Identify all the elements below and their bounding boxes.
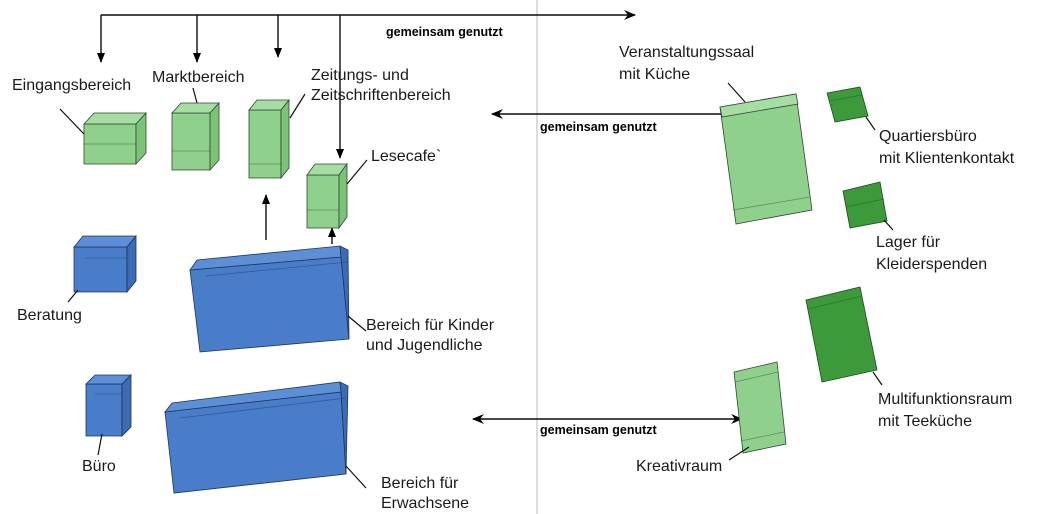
quartiersbuero-box <box>826 86 869 123</box>
shared-use-label-top: gemeinsam genutzt <box>386 25 504 39</box>
leader-lager <box>883 219 894 231</box>
label-eingangsbereich: Eingangsbereich <box>12 77 131 94</box>
leader-multi <box>872 371 883 386</box>
leader-zeitung <box>289 93 306 119</box>
label-lager-1: Lager für <box>876 234 941 251</box>
leader-kreativ <box>728 446 750 461</box>
label-buero: Büro <box>82 458 116 475</box>
lager-box <box>842 181 888 229</box>
label-marktbereich: Marktbereich <box>152 69 244 86</box>
label-kinder-1: Bereich für Kinder <box>366 317 495 334</box>
erwachsene-box <box>164 381 349 494</box>
eingangsbereich-box <box>83 111 147 166</box>
zeitungsbereich-box <box>248 98 290 180</box>
shared-use-label-bottom: gemeinsam genutzt <box>540 423 658 437</box>
label-saal-2: mit Küche <box>619 66 690 83</box>
label-kreativraum: Kreativraum <box>636 458 722 475</box>
label-saal-1: Veranstaltungssaal <box>619 44 754 61</box>
label-lesecafe: Lesecafe` <box>371 148 441 165</box>
leader-quartier <box>865 116 876 131</box>
label-kinder-2: und Jugendliche <box>366 337 483 354</box>
label-zeitung-1: Zeitungs- und <box>311 67 409 84</box>
shared-use-label-middle: gemeinsam genutzt <box>540 120 658 134</box>
label-zeitung-2: Zeitschriftenbereich <box>311 87 451 104</box>
label-quartier-2: mit Klientenkontakt <box>879 150 1015 167</box>
label-quartier-1: Quartiersbüro <box>879 128 977 145</box>
leader-beratung <box>67 289 79 303</box>
shared-use-distribution-arrows <box>97 10 636 159</box>
veranstaltungssaal-box <box>719 93 813 225</box>
label-multi-1: Multifunktionsraum <box>878 391 1012 408</box>
leader-lesecafe <box>346 159 368 185</box>
kinder-jugendliche-box <box>189 245 350 353</box>
beratung-box <box>73 234 137 294</box>
marktbereich-box <box>171 101 220 172</box>
leader-eingang <box>59 108 85 135</box>
leader-buero <box>97 433 103 456</box>
label-erwachsene-1: Bereich für <box>381 475 459 492</box>
leader-saal <box>727 82 746 103</box>
label-lager-2: Kleiderspenden <box>876 256 987 273</box>
label-multi-2: mit Teeküche <box>878 413 972 430</box>
buero-box <box>85 374 132 437</box>
leader-erwachsene <box>345 465 367 489</box>
kreativraum-box <box>733 361 787 454</box>
label-erwachsene-2: Erwachsene <box>381 495 469 512</box>
multifunktionsraum-box <box>805 286 878 383</box>
leader-markt <box>192 87 198 104</box>
label-beratung: Beratung <box>17 307 82 324</box>
leader-kinder <box>347 315 367 332</box>
lesecafe-box <box>306 162 348 230</box>
